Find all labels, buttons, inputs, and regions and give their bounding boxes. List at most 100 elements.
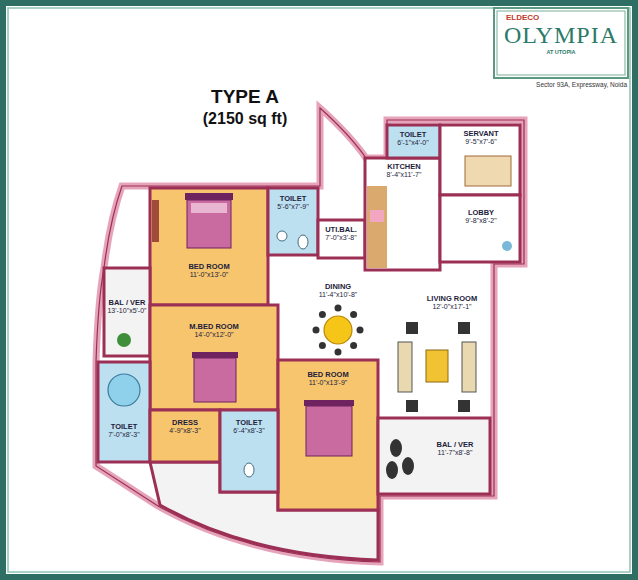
- address-label: Sector 93A, Expressway, Noida: [536, 81, 627, 88]
- utility-floor: [318, 220, 365, 258]
- room-label: TOILET6'-1"x4'-0": [388, 130, 438, 147]
- room-label: BED ROOM11'-0"x13'-9": [281, 370, 375, 387]
- wc: [298, 235, 308, 249]
- logo-wordmark: OLYMPIA: [503, 23, 619, 48]
- bed-headboard: [185, 193, 233, 200]
- room-dimension: 7'-0"x3'-8": [324, 234, 357, 242]
- fan-blade: [386, 461, 398, 479]
- room-dimension: 9'-8"x8'-2": [464, 217, 497, 225]
- toilet-floor: [268, 188, 318, 255]
- bedroom-floor: [278, 360, 378, 510]
- bedroom-floor: [150, 305, 278, 410]
- room-name: BED ROOM: [187, 262, 230, 271]
- room-name: DRESS: [171, 418, 199, 427]
- room-dimension: 14'-0"x12'-0": [193, 331, 234, 339]
- room-dimension: 9'-5"x7'-6": [464, 138, 497, 146]
- room-name: UTI.BAL.: [324, 225, 358, 234]
- plan-title: TYPE A: [211, 86, 279, 108]
- kitchen-sink: [370, 210, 384, 222]
- chair: [319, 311, 326, 318]
- wash-basin: [277, 231, 287, 241]
- frame-inner: [8, 8, 630, 572]
- room-label: LOBBY9'-8"x8'-2": [444, 208, 518, 225]
- room-dimension: 11'-7"x8'-8": [437, 449, 474, 457]
- bed: [194, 358, 236, 402]
- sofa: [462, 342, 476, 392]
- armchair: [458, 400, 470, 412]
- room-name: TOILET: [279, 194, 308, 203]
- servant-floor: [440, 125, 520, 195]
- room-name: LIVING ROOM: [426, 294, 478, 303]
- room-name: BAL / VER: [436, 440, 475, 449]
- coffee-table: [426, 350, 448, 382]
- room-label: BAL / VER13'-10"x5'-0": [104, 298, 150, 315]
- room-dimension: 5'-6"x7'-9": [276, 203, 309, 211]
- room-dimension: 6'-1"x4'-0": [396, 139, 429, 147]
- room-dimension: 4'-9"x8'-3": [168, 427, 201, 435]
- balcony-floor: [378, 418, 490, 494]
- room-label: SERVANT9'-5"x7'-6": [444, 129, 518, 146]
- armchair: [406, 322, 418, 334]
- room-name: SERVANT: [462, 129, 499, 138]
- room-dimension: 7'-0"x8'-3": [107, 431, 140, 439]
- fan-blade: [402, 457, 414, 475]
- room-dimension: 13'-10"x5'-0": [106, 307, 147, 315]
- room-dimension: 11'-0"x13'-0": [189, 271, 230, 279]
- kitchen-counter: [367, 186, 387, 268]
- area-label: (2150 sq ft): [203, 110, 287, 128]
- bed: [306, 406, 352, 456]
- chair: [357, 327, 364, 334]
- outer-wall-line: [96, 108, 524, 562]
- chair: [313, 327, 320, 334]
- chair: [319, 342, 326, 349]
- room-dimension: 11'-0"x13'-9": [308, 379, 349, 387]
- chair: [335, 305, 342, 312]
- room-label: TOILET5'-6"x7'-9": [271, 194, 315, 211]
- bed-headboard: [192, 352, 238, 358]
- room-label: LIVING ROOM12'-0"x17'-1": [420, 294, 484, 311]
- bath-tub: [108, 374, 140, 406]
- room-dimension: 8'-4"x11'-7": [386, 171, 423, 179]
- plant: [502, 241, 512, 251]
- servant-bed: [465, 156, 511, 186]
- sofa: [398, 342, 412, 392]
- bed-headboard: [304, 400, 354, 406]
- chair: [350, 342, 357, 349]
- room-name: TOILET: [110, 422, 139, 431]
- toilet-floor: [220, 410, 278, 492]
- dining-table: [324, 316, 352, 344]
- kitchen-floor: [365, 158, 440, 270]
- logo-frame: [494, 8, 628, 78]
- room-name: BAL / VER: [108, 298, 147, 307]
- room-label: TOILET6'-4"x8'-3": [221, 418, 277, 435]
- chair: [350, 311, 357, 318]
- dress-floor: [150, 410, 220, 462]
- room-label: BED ROOM11'-0"x13'-0": [154, 262, 264, 279]
- toilet-floor: [98, 362, 150, 462]
- balcony-floor: [104, 268, 150, 356]
- logo-tagline: AT UTOPIA: [545, 49, 576, 56]
- room-name: TOILET: [399, 130, 428, 139]
- chair: [335, 349, 342, 356]
- logo-box: ELDECOOLYMPIAAT UTOPIA: [497, 13, 625, 56]
- outer-wall-band: [96, 108, 524, 562]
- brand-name: ELDECO: [505, 13, 540, 23]
- room-name: TOILET: [235, 418, 264, 427]
- room-name: BED ROOM: [306, 370, 349, 379]
- room-label: DRESS4'-9"x8'-3": [153, 418, 217, 435]
- bed: [187, 200, 231, 248]
- room-dimension: 12'-0"x17'-1": [431, 303, 472, 311]
- room-name: M.BED ROOM: [188, 322, 240, 331]
- room-dimension: 6'-4"x8'-3": [232, 427, 265, 435]
- room-label: DINING11'-4"x10'-8": [293, 282, 383, 299]
- lobby-floor: [440, 195, 520, 262]
- armchair: [406, 400, 418, 412]
- wc: [244, 463, 254, 477]
- wardrobe: [152, 200, 159, 242]
- room-label: UTI.BAL.7'-0"x3'-8": [319, 225, 363, 242]
- fan-blade: [390, 439, 402, 457]
- room-name: KITCHEN: [386, 162, 421, 171]
- room-label: TOILET7'-0"x8'-3": [99, 422, 149, 439]
- room-name: LOBBY: [467, 208, 495, 217]
